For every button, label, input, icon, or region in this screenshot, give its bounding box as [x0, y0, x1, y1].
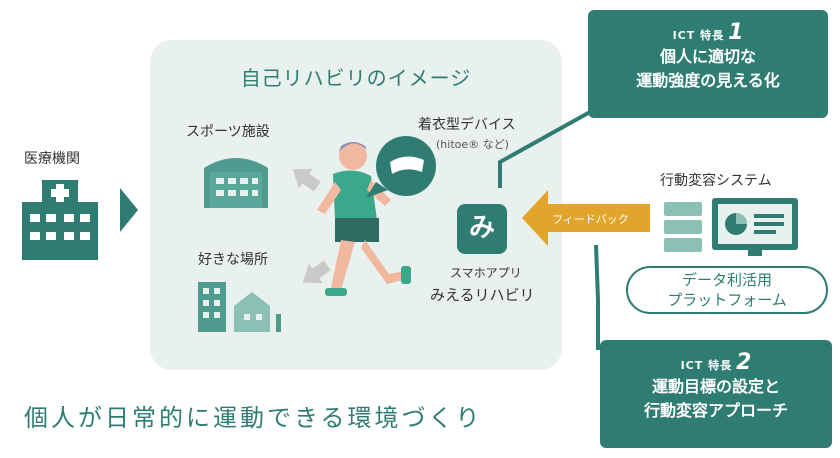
feedback-label: フィードバック [552, 213, 629, 226]
app-label-line2: みえるリハビリ [430, 286, 535, 304]
hospital-icon [22, 180, 98, 260]
sports-facility-label: スポーツ施設 [186, 124, 270, 140]
ict2-number: 2 [736, 350, 752, 375]
app-label-line1: スマホアプリ [450, 266, 522, 280]
ict1-tag: ICT 特長 [672, 29, 725, 42]
hospital-arrow-icon [120, 188, 138, 232]
data-platform-box: データ利活用 プラットフォーム [626, 266, 828, 314]
footer-tagline: 個人が日常的に運動できる環境づくり [24, 404, 483, 432]
behavior-system-label: 行動変容システム [660, 173, 772, 189]
app-icon: み [457, 204, 507, 254]
arrow-to-place-icon [302, 260, 331, 284]
runner-illustration [317, 142, 411, 296]
wearable-note: (hitoe® など) [436, 138, 509, 151]
ict2-connector-line [594, 244, 600, 350]
platform-line2: プラットフォーム [667, 291, 787, 309]
wearable-device-icon [366, 136, 436, 198]
favorite-place-icon [198, 282, 281, 332]
panel-title: 自己リハビリのイメージ [240, 66, 472, 90]
ict2-line1: 運動目標の設定と [651, 377, 780, 396]
ict1-line2: 運動強度の見える化 [636, 71, 780, 90]
ict1-number: 1 [728, 20, 744, 45]
sports-facility-icon [204, 158, 268, 208]
wearable-label: 着衣型デバイス [418, 117, 516, 133]
arrow-to-sports-icon [292, 168, 321, 192]
ict2-tag: ICT 特長 [680, 359, 733, 372]
ict1-connector-line [498, 110, 591, 188]
feedback-arrow [522, 190, 650, 246]
favorite-place-label: 好きな場所 [198, 252, 268, 268]
ict2-line2: 行動変容アプローチ [643, 401, 788, 420]
system-server-icon [664, 198, 798, 256]
platform-line1: データ利活用 [681, 271, 772, 289]
hospital-label: 医療機関 [24, 151, 80, 167]
ict1-line1: 個人に適切な [659, 47, 756, 66]
